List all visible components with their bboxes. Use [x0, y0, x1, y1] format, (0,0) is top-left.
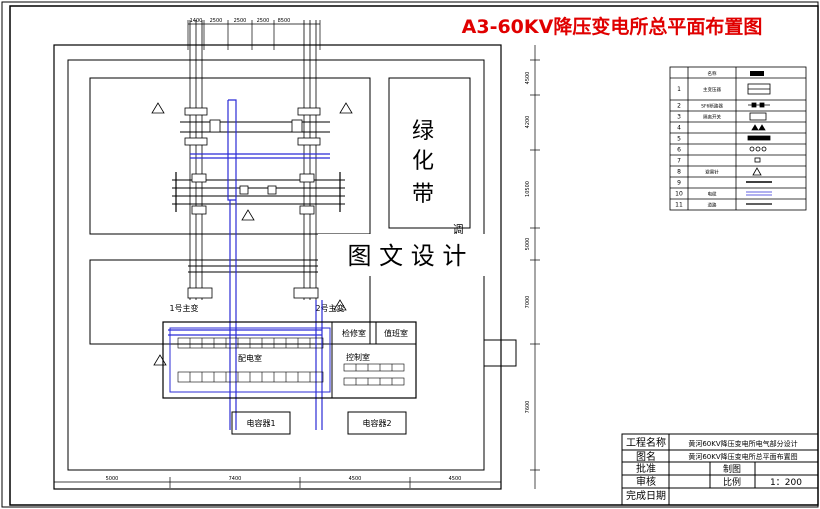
watermark-box [318, 234, 496, 276]
legend-row-number: 6 [677, 147, 681, 154]
greenbelt-char-1: 绿 [412, 119, 434, 144]
dim-top-3: 2500 [234, 18, 247, 24]
legend-table [669, 66, 807, 211]
dim-top-5: 8500 [278, 18, 291, 24]
dim-bottom-4: 4500 [449, 476, 462, 482]
legend-row-name: 避雷针 [705, 169, 719, 176]
dim-right-2: 4200 [525, 116, 531, 129]
dim-bottom-1: 5000 [106, 476, 119, 482]
right-dimensions [530, 45, 540, 489]
side-label: 调 [453, 223, 464, 236]
legend-symbols [746, 83, 772, 205]
building-outline [162, 321, 417, 399]
control-room-label: 控制室 [346, 352, 370, 362]
review-label: 审核 [636, 475, 656, 488]
legend-row-number: 8 [677, 169, 681, 176]
legend-row-number: 7 [677, 158, 681, 165]
dim-right-4: 5000 [525, 238, 531, 251]
site-gate [483, 339, 517, 367]
scale-value: 1：200 [770, 478, 802, 488]
legend-row-name: 电缆 [708, 191, 717, 198]
legend-row-number: 4 [677, 125, 681, 132]
legend-row-name: 主变压器 [703, 86, 721, 93]
control-panels [343, 363, 405, 386]
site-boundary [53, 44, 502, 490]
capacitor-2-label: 电容器2 [362, 418, 391, 428]
drawing-value: 黄河60KV降压变电所总平面布置图 [688, 452, 797, 461]
inner-border [9, 5, 819, 506]
legend-row-name: 隔离开关 [703, 114, 721, 121]
cable-trench [168, 99, 330, 430]
legend-rows: 1 主变压器 2 SF6断路器 3 隔离开关 4 5 6 7 8 避雷针 9 10 电缆 11 道路 [675, 86, 723, 209]
dim-right-1: 4500 [525, 72, 531, 85]
maintenance-room-label: 检修室 [342, 328, 366, 338]
switchgear-rows [177, 337, 324, 383]
dim-right-5: 7000 [525, 296, 531, 309]
date-label: 完成日期 [626, 489, 666, 502]
control-room [331, 343, 417, 399]
title-block [621, 433, 819, 506]
cable-symbol [746, 191, 772, 196]
dim-bottom-3: 4500 [349, 476, 362, 482]
circles-symbol [749, 146, 767, 152]
scale-label: 比例 [723, 476, 741, 488]
drawing-title: A3-60KV降压变电所总平面布置图 [462, 15, 763, 38]
dim-top-2: 2500 [210, 18, 223, 24]
bar-symbol [747, 135, 771, 141]
busbars [172, 121, 345, 205]
drawing-label: 图名 [636, 450, 656, 463]
duty-room-label: 值班室 [384, 328, 408, 338]
lightning-rod-symbol [752, 167, 762, 176]
legend-row-number: 10 [675, 191, 683, 198]
dim-right-3: 10500 [525, 181, 531, 197]
bottom-dimensions [53, 477, 502, 488]
dim-right-6: 7600 [525, 401, 531, 414]
legend-row-number: 5 [677, 136, 681, 143]
approve-label: 批准 [636, 462, 656, 475]
incoming-lines [189, 20, 317, 300]
small-rect-symbol [754, 157, 761, 163]
watermark-text: 图 文 设 计 [348, 242, 467, 270]
legend-row-number: 1 [677, 86, 681, 93]
legend-row-name: 道路 [708, 202, 717, 209]
disconnector-symbol [749, 112, 767, 121]
distribution-room-label: 配电室 [238, 353, 262, 363]
distribution-room [169, 327, 331, 393]
greenbelt-char-3: 带 [412, 182, 434, 207]
capacitor-1 [231, 411, 291, 435]
capacitor-2 [347, 411, 407, 435]
triangles-symbol [751, 124, 766, 131]
dim-bottom-2: 7400 [229, 476, 242, 482]
green-belt [388, 77, 471, 229]
drawn-label: 制图 [723, 463, 741, 475]
dim-top-4: 2500 [257, 18, 270, 24]
legend-row-number: 11 [675, 202, 683, 209]
greenbelt-char-2: 化 [412, 149, 434, 174]
project-label: 工程名称 [626, 436, 666, 449]
project-value: 黄河60KV降压变电所电气部分设计 [688, 439, 797, 448]
legend-row-name: SF6断路器 [701, 103, 723, 110]
capacitor-1-label: 电容器1 [246, 418, 275, 428]
legend-row-number: 2 [677, 103, 681, 110]
legend-row-number: 3 [677, 114, 681, 121]
breaker-symbol [748, 102, 770, 108]
transformer-1-label: 1号主变 [169, 303, 198, 313]
legend-header-name: 名称 [708, 70, 717, 77]
transformer-2-label: 2号主变 [315, 303, 344, 313]
switchgear-equipment [184, 107, 321, 299]
legend-header-symbol [750, 71, 764, 76]
legend-row-number: 9 [677, 180, 681, 187]
